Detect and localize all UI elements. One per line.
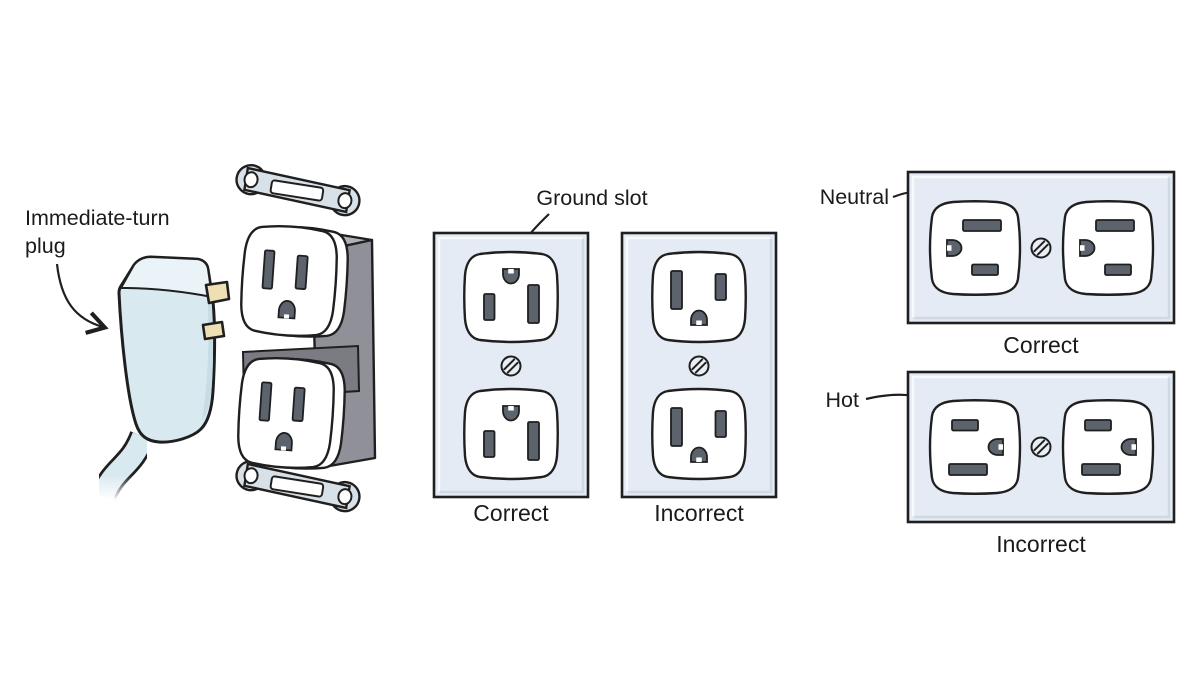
outlet-neutral-up xyxy=(1063,201,1153,295)
outlet-ground-up xyxy=(464,389,558,479)
wallplate-horizontal-correct xyxy=(906,170,1176,325)
horizontal-incorrect-caption: Incorrect xyxy=(996,531,1086,557)
receptacle-outlet-bottom xyxy=(234,354,349,473)
vertical-incorrect-caption: Incorrect xyxy=(654,500,744,526)
wallplate-vertical-incorrect xyxy=(620,231,778,499)
wallplate-vertical-correct xyxy=(432,231,590,499)
outlet-ground-down xyxy=(652,252,746,342)
mounting-strap-top xyxy=(235,163,361,217)
immediate-turn-plug-label-line1: Immediate-turn xyxy=(25,206,170,230)
vertical-correct-caption: Correct xyxy=(473,500,549,526)
screw-icon xyxy=(500,355,522,377)
duplex-receptacle-side-view xyxy=(234,163,377,513)
immediate-turn-plug-arrow xyxy=(55,263,109,335)
immediate-turn-plug xyxy=(117,255,231,444)
horizontal-plates-panel: Neutral Correct Hot Incorrect xyxy=(820,170,1176,557)
ground-slot-label: Ground slot xyxy=(536,186,647,210)
screw-icon xyxy=(1030,237,1052,259)
mounting-strap-bottom xyxy=(235,459,361,513)
outlet-ground-up xyxy=(464,252,558,342)
outlet-ground-down xyxy=(652,389,746,479)
plug-prong-bottom xyxy=(201,320,226,341)
horizontal-correct-caption: Correct xyxy=(1003,332,1079,358)
plug-top-facet xyxy=(119,255,214,299)
immediate-turn-plug-label-line2: plug xyxy=(25,234,66,258)
plug-cord xyxy=(90,430,156,502)
screw-icon xyxy=(1030,436,1052,458)
hot-label: Hot xyxy=(826,388,859,412)
left-figure: Immediate-turn plug xyxy=(25,163,377,513)
neutral-label: Neutral xyxy=(820,185,889,209)
outlet-hot-up xyxy=(930,400,1020,494)
wallplate-horizontal-incorrect xyxy=(906,370,1176,524)
vertical-plates-panel: Ground slot Correct Incorrect xyxy=(432,186,778,526)
outlet-neutral-up xyxy=(930,201,1020,295)
receptacle-outlet-top xyxy=(237,222,352,341)
screw-icon xyxy=(688,355,710,377)
plug-side-shade xyxy=(202,270,213,420)
outlet-hot-up xyxy=(1063,400,1153,494)
plug-prong-top xyxy=(204,280,231,305)
